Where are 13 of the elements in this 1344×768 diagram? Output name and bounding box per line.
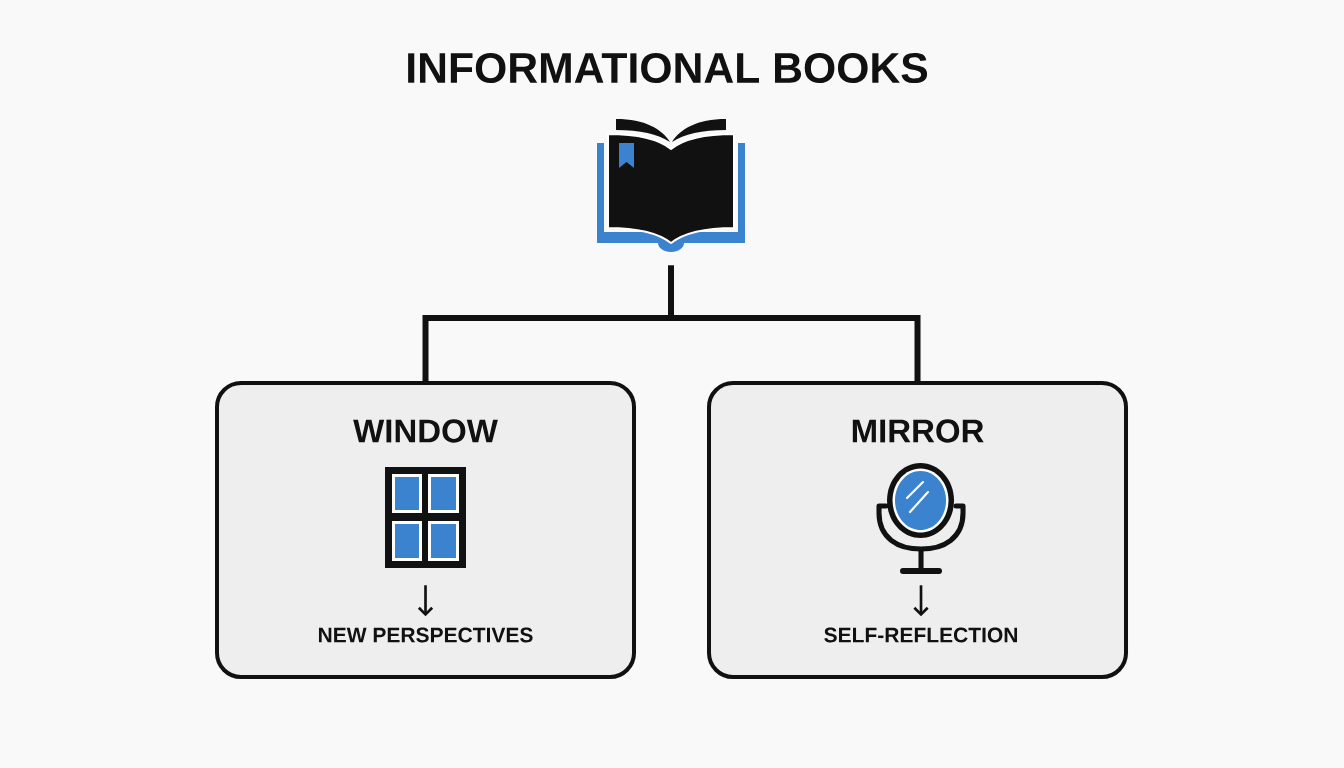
panel-heading: WINDOW bbox=[353, 419, 498, 443]
connector-line bbox=[671, 315, 921, 381]
outcome-label: SELF-REFLECTION bbox=[824, 627, 1017, 643]
panel-heading: MIRROR bbox=[852, 419, 984, 443]
mirror-icon bbox=[876, 463, 966, 574]
title: INFORMATIONAL BOOKS bbox=[408, 52, 928, 84]
arrow bbox=[913, 585, 929, 617]
connector-line bbox=[422, 315, 671, 381]
arrow bbox=[417, 585, 434, 617]
window-icon bbox=[385, 467, 466, 568]
book-icon bbox=[597, 119, 745, 252]
connector-line bbox=[668, 265, 674, 318]
outcome-label: NEW PERSPECTIVES bbox=[318, 627, 533, 643]
